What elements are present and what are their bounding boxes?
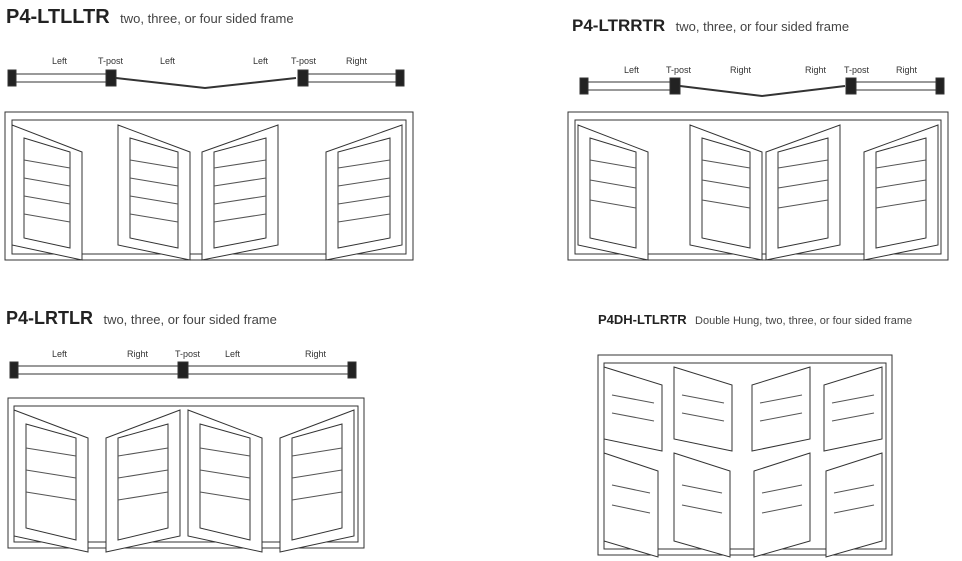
diagram-title: P4-LRTLR two, three, or four sided frame — [6, 308, 277, 329]
track-label: Left — [160, 56, 176, 66]
diagram-code: P4-LTRRTR — [572, 16, 666, 35]
diagram-description: two, three, or four sided frame — [103, 312, 277, 327]
track-label: Right — [127, 349, 149, 359]
diagram-description: two, three, or four sided frame — [675, 19, 850, 34]
track-label: Right — [346, 56, 368, 66]
track-label: Right — [305, 349, 327, 359]
track-label: Right — [805, 65, 827, 75]
track-label: Left — [52, 56, 68, 66]
shutter-illustration: Left T-post Left Left T-post Right — [4, 56, 414, 261]
track-label: T-post — [291, 56, 317, 66]
diagram-p4-lrtlr: P4-LRTLR two, three, or four sided frame — [0, 300, 380, 560]
track-label: Left — [52, 349, 68, 359]
diagram-p4-ltlltr: P4-LTLLTR two, three, or four sided fram… — [0, 0, 420, 270]
track-label: T-post — [666, 65, 692, 75]
track-label: Left — [225, 349, 241, 359]
track-label: T-post — [844, 65, 870, 75]
diagram-code: P4-LRTLR — [6, 308, 93, 328]
diagram-p4dh-ltlrtr: P4DH-LTLRTR Double Hung, two, three, or … — [590, 305, 962, 561]
diagram-title: P4DH-LTLRTR Double Hung, two, three, or … — [598, 311, 912, 329]
diagram-title: P4-LTLLTR two, three, or four sided fram… — [6, 6, 294, 29]
track-label: T-post — [175, 349, 201, 359]
track-label: T-post — [98, 56, 124, 66]
diagram-code: P4-LTLLTR — [6, 6, 110, 28]
track-label: Left — [253, 56, 269, 66]
track-label: Left — [624, 65, 640, 75]
track-label: Right — [896, 65, 918, 75]
diagram-description: Double Hung, two, three, or four sided f… — [695, 315, 913, 327]
shutter-illustration: Left Right T-post Left Right — [7, 349, 365, 553]
shutter-illustration — [597, 354, 893, 558]
shutter-illustration: Left T-post Right Right T-post Right — [567, 65, 949, 261]
track-label: Right — [730, 65, 752, 75]
diagram-code: P4DH-LTLRTR — [598, 312, 687, 327]
diagram-description: two, three, or four sided frame — [120, 11, 294, 26]
diagram-p4-ltrrtr: P4-LTRRTR two, three, or four sided fram… — [560, 0, 960, 270]
diagram-title: P4-LTRRTR two, three, or four sided fram… — [572, 16, 849, 36]
